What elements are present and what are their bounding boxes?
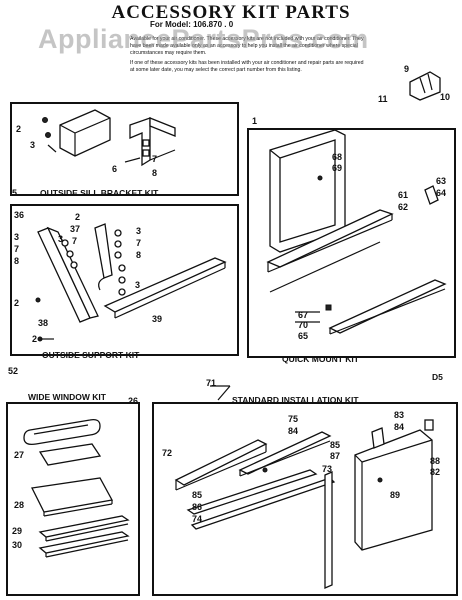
intro-paragraph-1: Available for your air conditioner. Thes… bbox=[130, 36, 364, 56]
callout-3e: 3 bbox=[135, 280, 141, 290]
callout-8: 8 bbox=[152, 168, 158, 178]
label-outside-support-kit: OUTSIDE SUPPORT KIT bbox=[42, 350, 140, 360]
callout-27: 27 bbox=[14, 450, 25, 460]
callout-3d: 3 bbox=[136, 226, 142, 236]
callout-6: 6 bbox=[112, 164, 118, 174]
callout-71: 71 bbox=[206, 378, 217, 388]
callout-74: 74 bbox=[192, 514, 203, 524]
callout-69: 69 bbox=[332, 163, 343, 173]
callout-7: 7 bbox=[152, 154, 158, 164]
callout-85: 85 bbox=[330, 440, 341, 450]
corner-clip-part bbox=[409, 71, 441, 101]
callout-11: 11 bbox=[378, 94, 388, 104]
callout-84b: 84 bbox=[394, 422, 405, 432]
callout-89: 89 bbox=[390, 490, 401, 500]
callout-30: 30 bbox=[12, 540, 23, 550]
label-outside-sill-bracket-kit: OUTSIDE SILL BRACKET KIT bbox=[40, 188, 159, 198]
callout-62: 62 bbox=[398, 202, 409, 212]
callout-67: 67 bbox=[298, 310, 309, 320]
label-standard-installation-kit: STANDARD INSTALLATION KIT bbox=[232, 395, 359, 405]
callout-65: 65 bbox=[298, 331, 309, 341]
callout-9: 9 bbox=[404, 64, 410, 74]
label-wide-window-kit: WIDE WINDOW KIT bbox=[28, 392, 106, 402]
callout-2: 2 bbox=[16, 124, 22, 134]
callout-8b: 8 bbox=[14, 256, 20, 266]
callout-26: 26 bbox=[128, 396, 139, 406]
callout-36: 36 bbox=[14, 210, 25, 220]
model-number: For Model: 106.870 . 0 bbox=[150, 20, 234, 29]
callout-87: 87 bbox=[330, 451, 341, 461]
callout-70: 70 bbox=[298, 320, 309, 330]
callout-10: 10 bbox=[440, 92, 451, 102]
callout-5: 5 bbox=[12, 188, 18, 198]
callout-29: 29 bbox=[12, 526, 23, 536]
callout-39: 39 bbox=[152, 314, 163, 324]
callout-84: 84 bbox=[288, 426, 299, 436]
intro-paragraph-2: If one of these accessory kits has been … bbox=[130, 60, 364, 73]
callout-3c: 3 bbox=[58, 234, 64, 244]
callout-83: 83 bbox=[394, 410, 405, 420]
watermark: AppliancePartsPros.com bbox=[38, 24, 369, 54]
callout-28: 28 bbox=[14, 500, 25, 510]
wide-window-part bbox=[23, 418, 130, 558]
callout-38: 38 bbox=[38, 318, 49, 328]
callout-63: 63 bbox=[436, 176, 447, 186]
callout-1: 1 bbox=[252, 116, 258, 126]
outside-sill-bracket-panel bbox=[10, 102, 239, 196]
callout-64: 64 bbox=[436, 188, 447, 198]
callout-7d: 7 bbox=[136, 238, 142, 248]
callout-85b: 85 bbox=[192, 490, 203, 500]
callout-7b: 7 bbox=[14, 244, 20, 254]
label-quick-mount-kit: QUICK MOUNT KIT bbox=[282, 354, 359, 364]
sill-bracket-part bbox=[42, 109, 176, 167]
page-title: ACCESSORY KIT PARTS bbox=[111, 2, 351, 23]
callout-52: 52 bbox=[8, 366, 19, 376]
page-code: D5 bbox=[432, 372, 443, 382]
callout-2c: 2 bbox=[14, 298, 20, 308]
callout-68: 68 bbox=[332, 152, 343, 162]
callout-37: 37 bbox=[70, 224, 81, 234]
callout-3: 3 bbox=[30, 140, 36, 150]
callout-7c: 7 bbox=[72, 236, 78, 246]
callout-75: 75 bbox=[288, 414, 299, 424]
callout-3b: 3 bbox=[14, 232, 20, 242]
callout-2d: 2 bbox=[32, 334, 38, 344]
callout-86: 86 bbox=[192, 502, 203, 512]
standard-installation-part bbox=[174, 385, 434, 589]
outside-support-part bbox=[35, 223, 227, 342]
callout-2b: 2 bbox=[75, 212, 81, 222]
callout-8c: 8 bbox=[136, 250, 142, 260]
callout-82: 82 bbox=[430, 467, 441, 477]
callout-61: 61 bbox=[398, 190, 409, 200]
callout-88: 88 bbox=[430, 456, 441, 466]
callout-72: 72 bbox=[162, 448, 173, 458]
intro-text: Available for your air conditioner. Thes… bbox=[130, 36, 365, 77]
callout-73: 73 bbox=[322, 464, 333, 474]
quick-mount-part bbox=[266, 129, 447, 335]
